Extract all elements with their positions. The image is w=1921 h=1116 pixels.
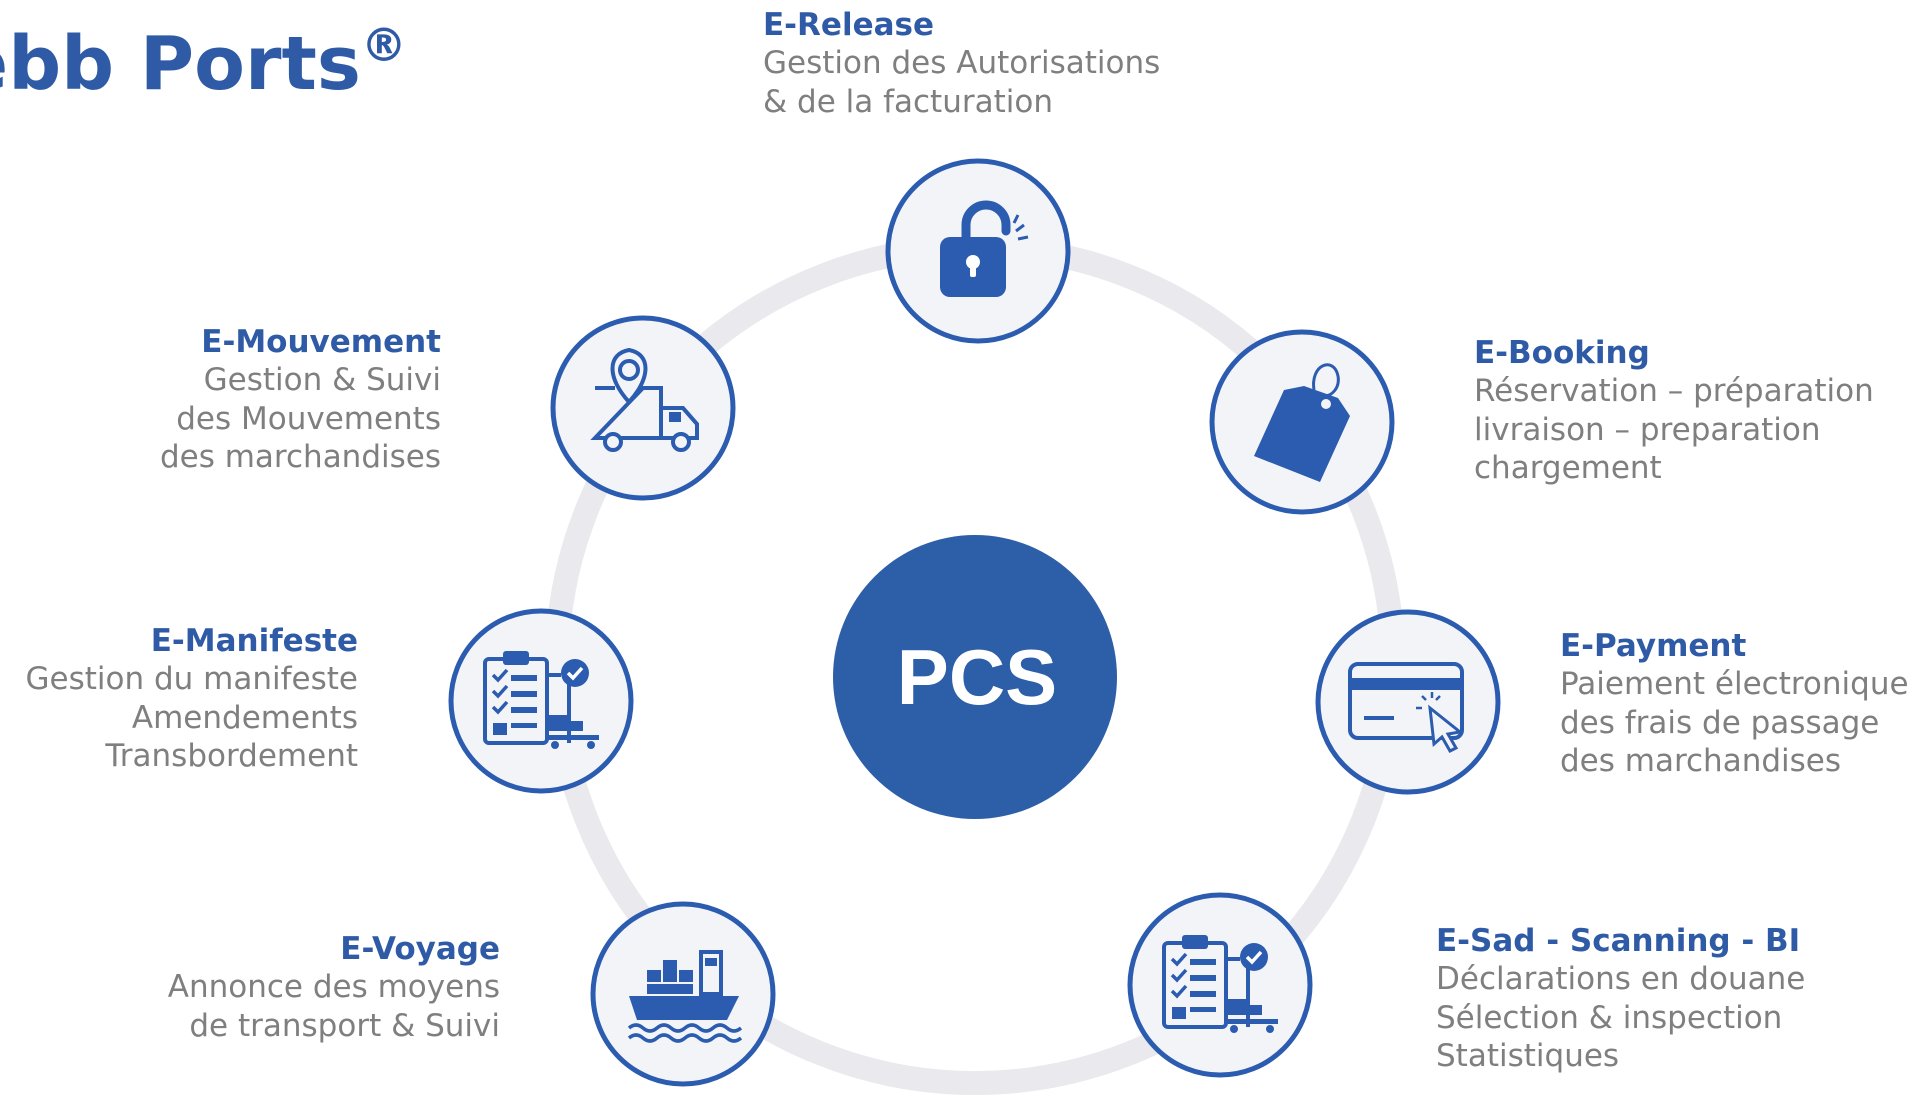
module-desc-line: des marchandises bbox=[159, 439, 441, 475]
module-desc-line: Gestion & Suivi bbox=[203, 362, 441, 398]
label-e-manifeste: E-Manifeste Gestion du manifeste Amendem… bbox=[26, 622, 358, 776]
page-title: ebb Ports® bbox=[0, 18, 407, 107]
module-desc-line: des marchandises bbox=[1560, 743, 1842, 779]
node-e-manifeste[interactable] bbox=[448, 608, 634, 794]
module-desc-line: de transport & Suivi bbox=[189, 1007, 500, 1044]
label-e-payment: E-Payment Paiement électronique des frai… bbox=[1560, 627, 1909, 781]
label-e-booking: E-Booking Réservation – préparation livr… bbox=[1474, 334, 1874, 488]
label-e-voyage: E-Voyage Annonce des moyens de transport… bbox=[168, 930, 500, 1045]
module-desc-line: Amendements bbox=[131, 699, 358, 736]
padlock-open-icon bbox=[940, 200, 1029, 297]
module-name: E-Voyage bbox=[340, 931, 500, 967]
module-desc-line: Annonce des moyens bbox=[167, 969, 500, 1005]
module-desc-line: Statistiques bbox=[1436, 1038, 1620, 1074]
node-e-release[interactable] bbox=[885, 158, 1071, 344]
module-desc-line: Déclarations en douane bbox=[1436, 961, 1806, 997]
module-desc-line: Sélection & inspection bbox=[1436, 999, 1783, 1036]
node-e-mouvement[interactable] bbox=[550, 315, 736, 501]
truck-location-icon bbox=[590, 347, 699, 452]
module-desc-line: des frais de passage bbox=[1560, 704, 1880, 741]
module-desc-line: des Mouvements bbox=[176, 400, 441, 437]
module-name: E-Manifeste bbox=[150, 623, 358, 659]
cargo-ship-icon bbox=[627, 950, 743, 1043]
module-desc-line: Gestion du manifeste bbox=[25, 661, 358, 697]
pcs-center-circle bbox=[833, 535, 1117, 819]
price-tag-icon bbox=[1254, 363, 1350, 482]
module-name: E-Release bbox=[763, 7, 934, 43]
registered-mark: ® bbox=[360, 18, 407, 72]
module-desc-line: Gestion des Autorisations bbox=[763, 45, 1161, 81]
module-name: E-Booking bbox=[1474, 335, 1650, 371]
credit-card-click-icon bbox=[1348, 662, 1464, 753]
label-e-release: E-Release Gestion des Autorisations & de… bbox=[763, 6, 1160, 121]
pcs-center-label: PCS bbox=[896, 633, 1058, 721]
module-desc-line: & de la facturation bbox=[763, 83, 1053, 120]
node-e-booking[interactable] bbox=[1209, 329, 1395, 515]
label-e-sad: E-Sad - Scanning - BI Déclarations en do… bbox=[1436, 922, 1805, 1076]
module-name: E-Sad - Scanning - BI bbox=[1436, 923, 1801, 959]
module-desc-line: Réservation – préparation bbox=[1474, 373, 1874, 409]
label-e-mouvement: E-Mouvement Gestion & Suivi des Mouvemen… bbox=[160, 323, 441, 477]
module-desc-line: Paiement électronique bbox=[1560, 666, 1909, 702]
page-title-text: ebb Ports bbox=[0, 21, 361, 107]
module-desc-line: chargement bbox=[1474, 450, 1662, 486]
module-desc-line: Transbordement bbox=[105, 738, 358, 774]
node-e-payment[interactable] bbox=[1315, 609, 1501, 795]
module-desc-line: livraison – preparation bbox=[1474, 411, 1821, 448]
module-name: E-Payment bbox=[1560, 628, 1747, 664]
node-e-sad[interactable] bbox=[1127, 892, 1313, 1078]
node-e-voyage[interactable] bbox=[590, 901, 776, 1087]
module-name: E-Mouvement bbox=[201, 324, 441, 360]
